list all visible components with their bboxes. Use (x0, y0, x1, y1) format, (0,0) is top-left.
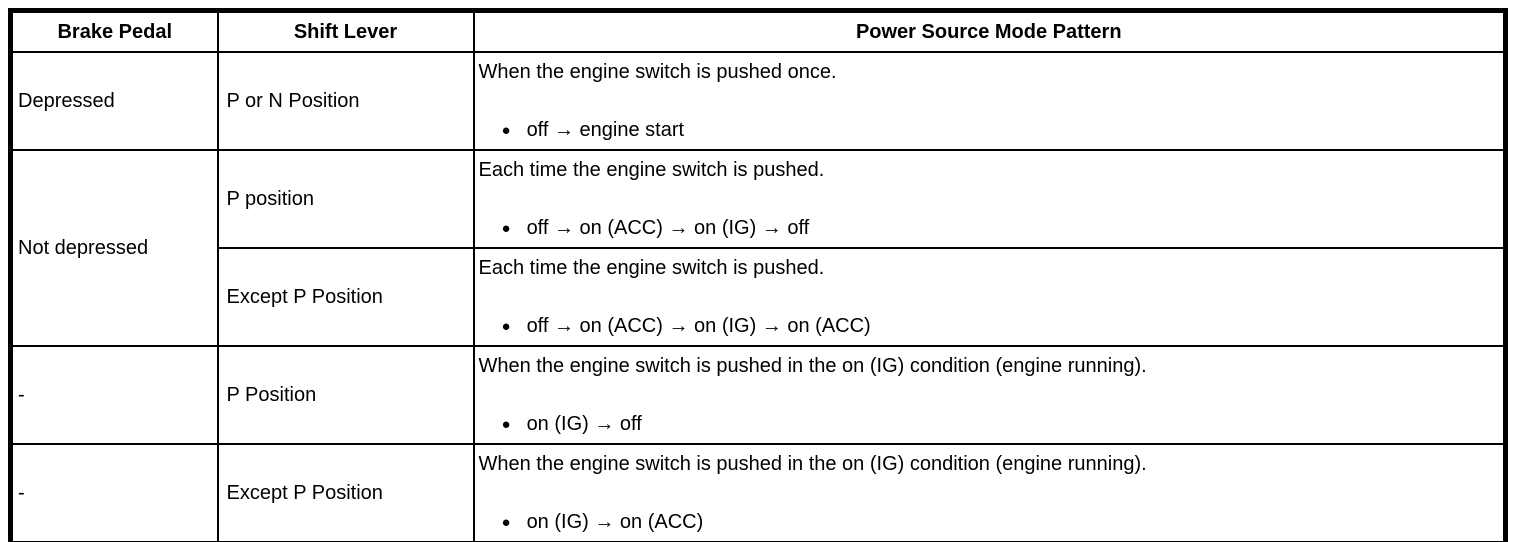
table-row: Not depressed P position Each time the e… (9, 149, 1507, 347)
shift-lever-cell: P Position (216, 345, 475, 445)
brake-pedal-cell: Not depressed (9, 149, 219, 347)
shift-lever-cell: Except P Position (216, 247, 475, 347)
table-row: - Except P Position When the engine swit… (9, 443, 1507, 542)
header-brake-pedal: Brake Pedal (9, 9, 219, 53)
table-row: Except P Position Each time the engine s… (11, 247, 1507, 347)
header-shift-lever: Shift Lever (216, 9, 475, 53)
bullet-icon: ● (501, 416, 511, 433)
pattern-sequence: off → on (ACC) → on (IG) → off (526, 217, 810, 239)
pattern-cell: When the engine switch is pushed in the … (472, 345, 1507, 445)
pattern-sequence: off → engine start (526, 119, 685, 141)
brake-pedal-cell: Depressed (9, 51, 219, 151)
shift-lever-cell: P or N Position (216, 51, 475, 151)
pattern-description: When the engine switch is pushed in the … (478, 355, 1147, 377)
bullet-icon: ● (501, 122, 511, 139)
table-row: Depressed P or N Position When the engin… (9, 51, 1507, 151)
pattern-bullet-line: ● on (IG) → off (502, 412, 1496, 437)
bullet-icon: ● (501, 514, 511, 531)
bullet-icon: ● (501, 220, 511, 237)
brake-pedal-cell: - (9, 345, 219, 445)
pattern-bullet-line: ● off → on (ACC) → on (IG) → off (502, 216, 1496, 241)
table-header-row: Brake Pedal Shift Lever Power Source Mod… (9, 9, 1507, 53)
pattern-bullet-line: ● off → engine start (502, 118, 1496, 143)
pattern-description: When the engine switch is pushed in the … (478, 453, 1147, 475)
pattern-description: Each time the engine switch is pushed. (478, 159, 825, 181)
power-source-mode-table: Brake Pedal Shift Lever Power Source Mod… (8, 8, 1508, 542)
pattern-bullet-line: ● on (IG) → on (ACC) (502, 510, 1496, 535)
bullet-icon: ● (501, 318, 511, 335)
pattern-bullet-line: ● off → on (ACC) → on (IG) → on (ACC) (502, 314, 1496, 339)
table-row: - P Position When the engine switch is p… (9, 345, 1507, 445)
pattern-sequence: off → on (ACC) → on (IG) → on (ACC) (526, 315, 871, 337)
shift-lever-cell: Except P Position (216, 443, 475, 542)
pattern-cell: When the engine switch is pushed in the … (472, 443, 1507, 542)
pattern-sequence: on (IG) → off (526, 413, 642, 435)
pattern-sequence: on (IG) → on (ACC) (526, 511, 704, 533)
pattern-description: When the engine switch is pushed once. (478, 61, 837, 83)
header-pattern: Power Source Mode Pattern (472, 9, 1507, 53)
shift-lever-cell: P position (216, 149, 475, 249)
brake-pedal-cell: - (9, 443, 219, 542)
pattern-cell: When the engine switch is pushed once. ●… (472, 51, 1507, 151)
pattern-cell: Each time the engine switch is pushed. ●… (472, 247, 1507, 347)
pattern-cell: Each time the engine switch is pushed. ●… (472, 149, 1507, 249)
pattern-description: Each time the engine switch is pushed. (478, 257, 825, 279)
